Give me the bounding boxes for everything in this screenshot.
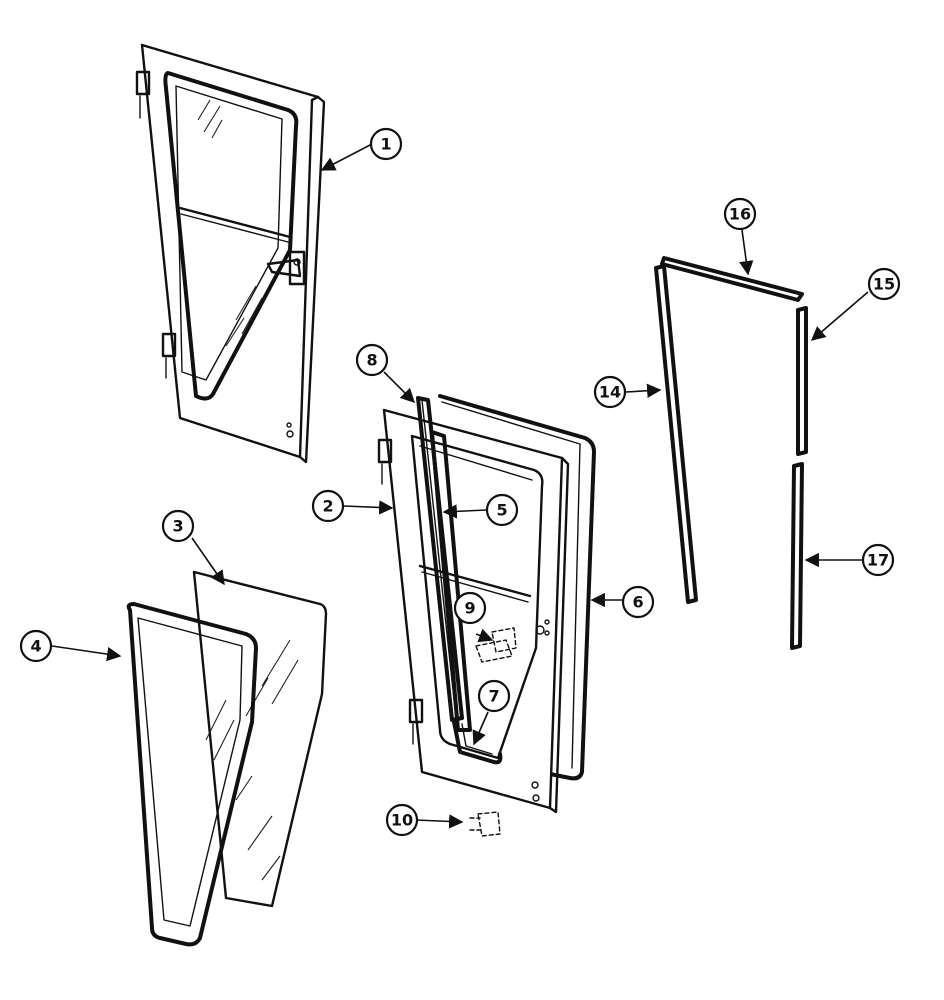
callout-17: 17 (861, 543, 895, 577)
callout-10: 10 (385, 803, 419, 837)
glazing-strip-part-5 (430, 430, 472, 732)
svg-text:10: 10 (391, 811, 413, 830)
svg-text:14: 14 (599, 383, 621, 402)
svg-text:1: 1 (380, 135, 391, 154)
callout-8: 8 (355, 343, 389, 377)
callout-6: 6 (621, 585, 655, 619)
latch-mechanism-part-9 (475, 627, 517, 663)
svg-text:4: 4 (30, 637, 41, 656)
door-seal-part-6 (438, 394, 596, 781)
callout-9: 9 (453, 591, 487, 625)
callout-7: 7 (477, 679, 511, 713)
svg-text:16: 16 (729, 205, 751, 224)
svg-text:7: 7 (488, 687, 499, 706)
callout-4: 4 (19, 629, 53, 663)
window-gasket-part-4 (126, 602, 258, 947)
svg-text:15: 15 (873, 275, 895, 294)
svg-text:8: 8 (366, 351, 377, 370)
lower-right-strip-part-17 (790, 462, 804, 650)
callout-5: 5 (485, 493, 519, 527)
lower-channel-part-7 (452, 720, 503, 765)
door-assembly-part-1 (135, 43, 326, 464)
leader-lines (51, 143, 869, 829)
lock-plug-part-10 (469, 811, 501, 837)
svg-text:17: 17 (867, 551, 889, 570)
svg-text:6: 6 (632, 593, 643, 612)
callout-1: 1 (369, 127, 403, 161)
glass-pane-part-3 (192, 570, 328, 908)
svg-text:5: 5 (496, 501, 507, 520)
svg-text:3: 3 (172, 517, 183, 536)
svg-text:2: 2 (322, 497, 333, 516)
svg-text:9: 9 (464, 599, 475, 618)
top-seal-strip-part-16 (660, 256, 804, 302)
callout-3: 3 (161, 509, 195, 543)
callout-14: 14 (593, 375, 627, 409)
callout-2: 2 (311, 489, 345, 523)
upper-right-strip-part-15 (796, 306, 808, 456)
vertical-seal-strip-part-14 (654, 264, 698, 604)
callout-15: 15 (867, 267, 901, 301)
callout-16: 16 (723, 197, 757, 231)
